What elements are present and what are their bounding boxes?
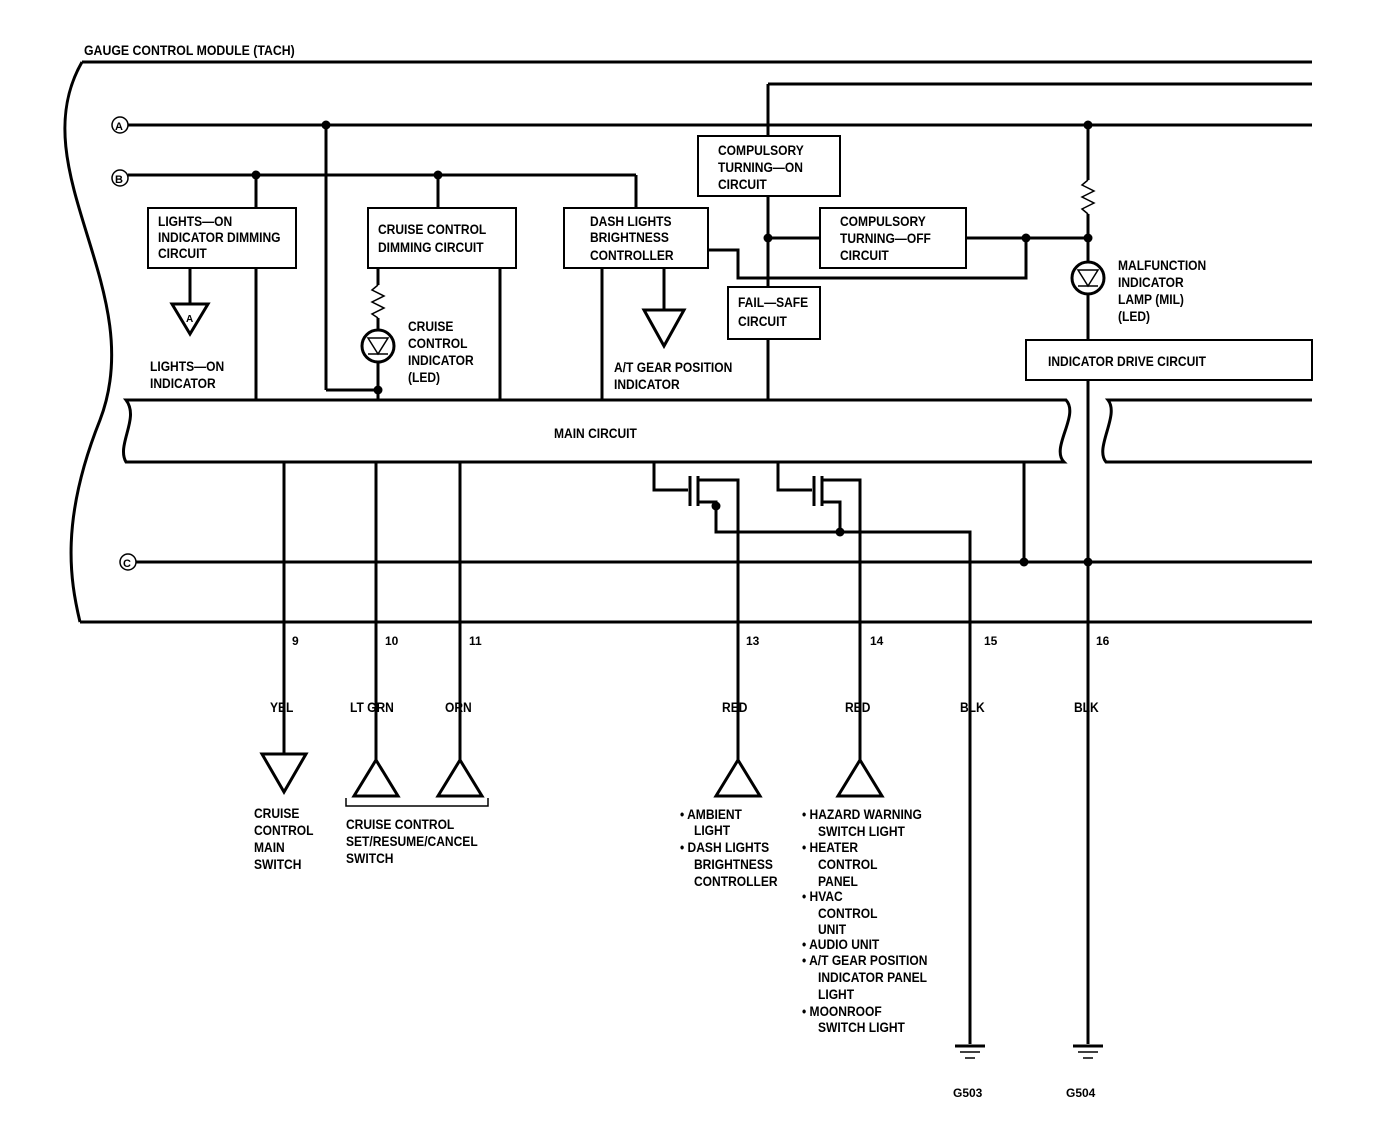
- mil-label-1: MALFUNCTION: [1118, 257, 1206, 273]
- bus-b: [111, 169, 638, 208]
- wire-color-11: ORN: [445, 699, 472, 715]
- wire-color-9: YEL: [270, 699, 293, 715]
- lights-on-dimming-block: [147, 175, 297, 269]
- indicator-drive-block: [1025, 339, 1313, 381]
- lights-on-dimming-label-1: LIGHTS—ON: [158, 213, 232, 229]
- wire-color-16: BLK: [1074, 699, 1099, 715]
- cruise-set-label-2: SET/RESUME/CANCEL: [346, 833, 478, 849]
- module-title: GAUGE CONTROL MODULE (TACH): [84, 42, 295, 58]
- at-gear-label-1: A/T GEAR POSITION: [614, 359, 732, 375]
- pin-number-9: 9: [292, 634, 299, 648]
- fail-safe-label-2: CIRCUIT: [738, 313, 787, 329]
- bus-a: [111, 116, 1312, 134]
- ambient-label-1: • AMBIENT: [680, 806, 742, 822]
- pin-number-15: 15: [984, 634, 998, 648]
- cruise-set-label-3: SWITCH: [346, 850, 393, 866]
- cruise-dimming-block: [367, 175, 517, 269]
- hazard-label-8: UNIT: [818, 921, 846, 937]
- compulsory-on-label-1: COMPULSORY: [718, 142, 804, 158]
- indicator-drive-label: INDICATOR DRIVE CIRCUIT: [1048, 353, 1206, 369]
- cruise-main-label-4: SWITCH: [254, 856, 301, 872]
- hazard-label-13: • MOONROOF: [802, 1003, 882, 1019]
- pin-number-13: 13: [746, 634, 760, 648]
- cruise-dimming-label-1: CRUISE CONTROL: [378, 221, 486, 237]
- cruise-led-label-3: INDICATOR: [408, 352, 474, 368]
- lights-on-symbol: A: [186, 314, 193, 325]
- ambient-label-4: BRIGHTNESS: [694, 856, 773, 872]
- main-circuit-bar: [122, 398, 1312, 464]
- pin-number-14: 14: [870, 634, 884, 648]
- dash-brightness-label-3: CONTROLLER: [590, 247, 674, 263]
- compulsory-on-label-3: CIRCUIT: [718, 176, 767, 192]
- bus-c: [119, 553, 1312, 571]
- hazard-label-3: • HEATER: [802, 839, 859, 855]
- compulsory-on-block: [697, 135, 841, 197]
- hazard-label-10: • A/T GEAR POSITION: [802, 952, 927, 968]
- pin-number-10: 10: [385, 634, 399, 648]
- compulsory-off-label-2: TURNING—OFF: [840, 230, 931, 246]
- lights-on-label-2: INDICATOR: [150, 375, 216, 391]
- hazard-label-11: INDICATOR PANEL: [818, 969, 927, 985]
- hazard-label-6: • HVAC: [802, 888, 843, 904]
- fail-safe-label-1: FAIL—SAFE: [738, 294, 808, 310]
- lights-on-dimming-label-2: INDICATOR DIMMING: [158, 229, 281, 245]
- dash-brightness-label-1: DASH LIGHTS: [590, 213, 672, 229]
- cruise-main-label-2: CONTROL: [254, 822, 314, 838]
- cruise-led-label-2: CONTROL: [408, 335, 468, 351]
- mil-label-2: INDICATOR: [1118, 274, 1184, 290]
- pin-number-16: 16: [1096, 634, 1110, 648]
- cruise-led-label-1: CRUISE: [408, 318, 454, 334]
- ambient-label-5: CONTROLLER: [694, 873, 778, 889]
- at-gear-label-2: INDICATOR: [614, 376, 680, 392]
- mil-label-4: (LED): [1118, 308, 1150, 324]
- hazard-label-1: • HAZARD WARNING: [802, 806, 922, 822]
- mil-label-3: LAMP (MIL): [1118, 291, 1184, 307]
- hazard-label-2: SWITCH LIGHT: [818, 823, 905, 839]
- bus-a-label: A: [115, 121, 123, 133]
- hazard-label-9: • AUDIO UNIT: [802, 936, 879, 952]
- ground-g504: G504: [1066, 1086, 1096, 1100]
- wire-color-14: RED: [845, 699, 870, 715]
- cruise-main-label-3: MAIN: [254, 839, 285, 855]
- hazard-label-14: SWITCH LIGHT: [818, 1019, 905, 1035]
- compulsory-off-block: [819, 207, 967, 269]
- lower-wiring: [259, 380, 1103, 1059]
- bus-c-label: C: [123, 558, 131, 570]
- wire-color-10: LT GRN: [350, 699, 394, 715]
- cruise-dimming-label-2: DIMMING CIRCUIT: [378, 239, 484, 255]
- hazard-label-5: PANEL: [818, 873, 858, 889]
- ambient-label-3: • DASH LIGHTS: [680, 839, 769, 855]
- fail-safe-block: [727, 286, 821, 340]
- compulsory-on-label-2: TURNING—ON: [718, 159, 803, 175]
- upper-wiring: [169, 125, 1106, 400]
- top-line: [766, 82, 1312, 136]
- lights-on-dimming-label-3: CIRCUIT: [158, 245, 207, 261]
- dash-brightness-label-2: BRIGHTNESS: [590, 229, 669, 245]
- wire-color-13: RED: [722, 699, 747, 715]
- junction-dots: [251, 120, 1093, 567]
- main-circuit-label: MAIN CIRCUIT: [554, 425, 637, 441]
- cruise-led-label-4: (LED): [408, 369, 440, 385]
- hazard-label-4: CONTROL: [818, 856, 878, 872]
- ambient-label-2: LIGHT: [694, 822, 730, 838]
- bus-b-label: B: [115, 174, 123, 186]
- hazard-label-7: CONTROL: [818, 905, 878, 921]
- pin-number-11: 11: [469, 634, 482, 648]
- hazard-label-12: LIGHT: [818, 986, 854, 1002]
- cruise-set-label-1: CRUISE CONTROL: [346, 816, 454, 832]
- compulsory-off-label-3: CIRCUIT: [840, 247, 889, 263]
- lights-on-label-1: LIGHTS—ON: [150, 358, 224, 374]
- cruise-main-label-1: CRUISE: [254, 805, 300, 821]
- compulsory-off-label-1: COMPULSORY: [840, 213, 926, 229]
- ground-g503: G503: [953, 1086, 983, 1100]
- dash-brightness-block: [563, 207, 709, 269]
- wire-color-15: BLK: [960, 699, 985, 715]
